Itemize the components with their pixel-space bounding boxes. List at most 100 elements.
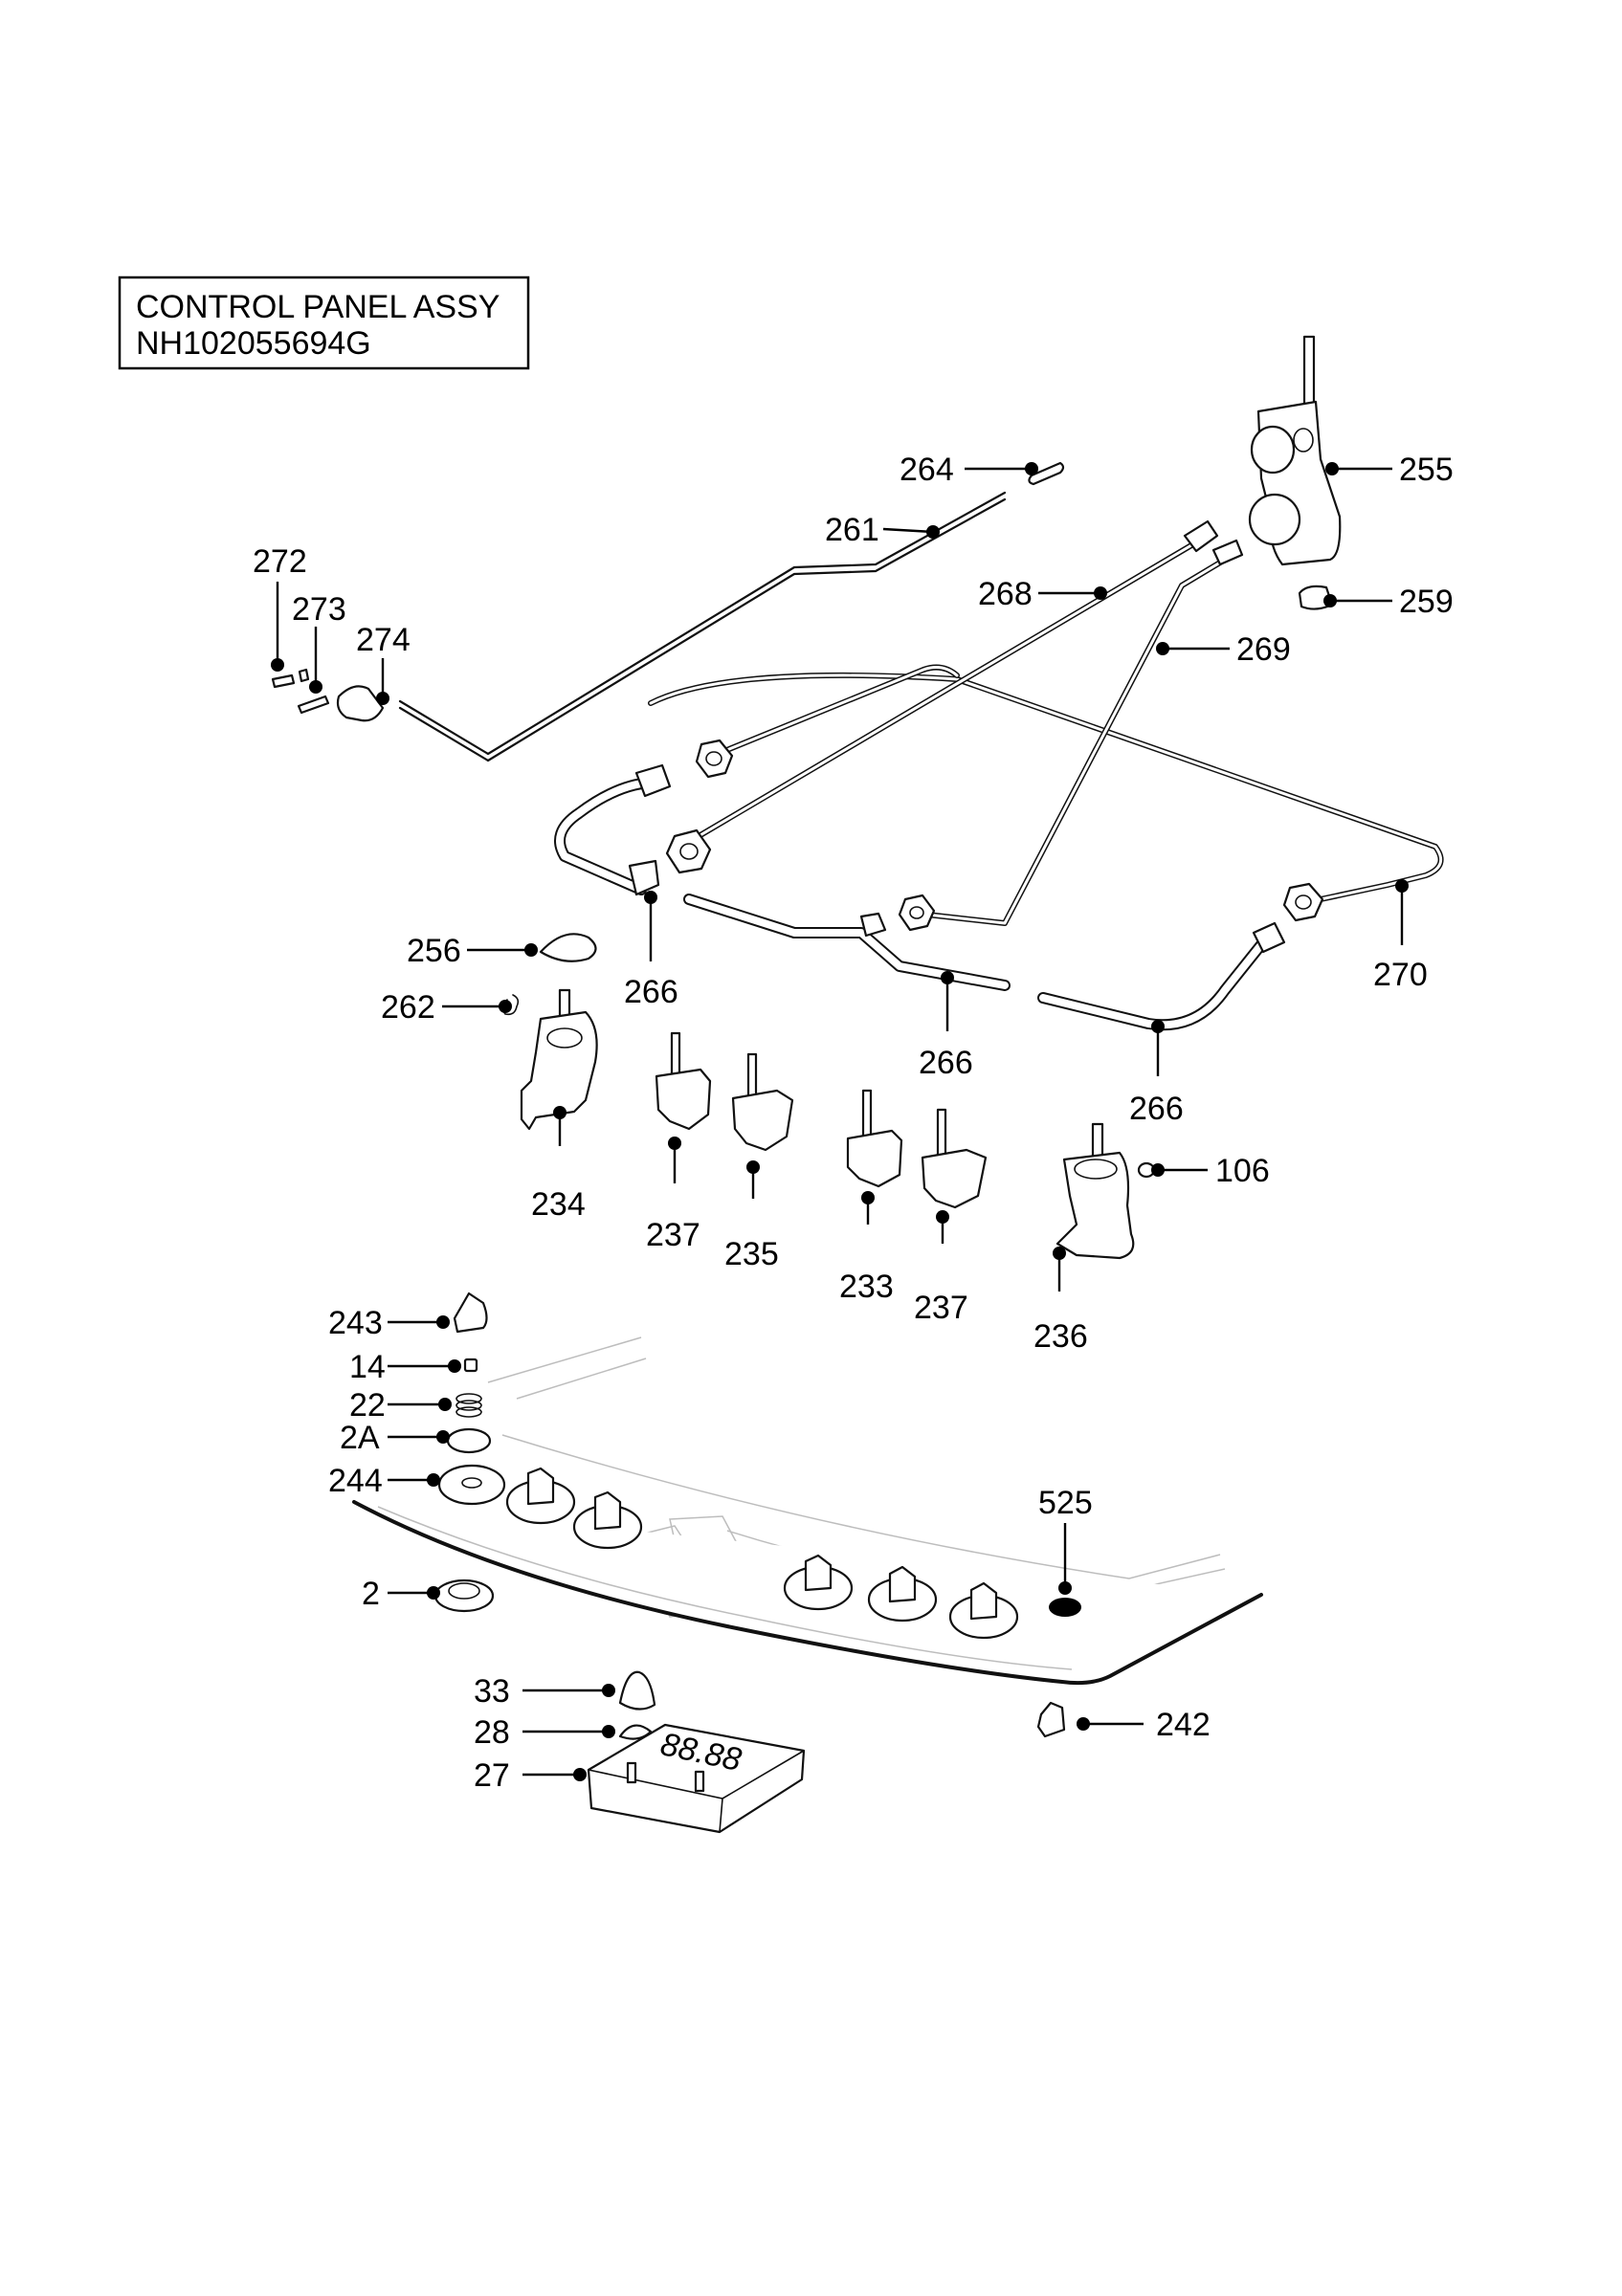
callout-dot-259: [1323, 594, 1337, 607]
callout-label-27: 27: [474, 1757, 510, 1794]
title-frame: [118, 276, 530, 370]
knob-33: [618, 1670, 656, 1711]
callout-dot-256: [524, 943, 538, 957]
callout-dot-273: [309, 680, 322, 694]
callout-dot-268: [1094, 586, 1107, 600]
gas-tap-237-right: [921, 1108, 988, 1209]
gas-regulator-255: [1248, 335, 1342, 566]
ring-2A: [446, 1427, 492, 1454]
callout-label-274: 274: [356, 622, 411, 658]
timer-27: 88.88: [587, 1723, 806, 1834]
callout-label-237: 237: [914, 1290, 968, 1326]
callout-label-242: 242: [1156, 1707, 1211, 1743]
callout-label-261: 261: [825, 512, 879, 548]
gas-tube-269: [916, 557, 1228, 926]
callout-label-244: 244: [328, 1463, 383, 1499]
panel-knob-3: [783, 1554, 854, 1611]
spring-22: [455, 1393, 482, 1418]
callout-label-2A: 2A: [340, 1420, 380, 1456]
callout-dot-27: [573, 1768, 587, 1781]
callout-dot-236: [1053, 1247, 1066, 1260]
nut-left: [665, 828, 712, 874]
pipe-266-middle: [683, 894, 1011, 991]
bezel-2: [433, 1578, 495, 1613]
callout-label-266: 266: [624, 974, 678, 1010]
clip-256: [539, 933, 597, 962]
callout-dot-2: [427, 1586, 440, 1600]
nut-top: [695, 739, 734, 779]
gas-valve-234: [520, 988, 598, 1131]
callout-leader-261: [882, 527, 934, 534]
callout-dot-525: [1058, 1581, 1072, 1595]
callout-dot-33: [602, 1684, 615, 1697]
callout-dot-237: [668, 1137, 681, 1150]
bracket-274: [336, 685, 385, 722]
callout-label-525: 525: [1038, 1485, 1093, 1521]
panel-front-bevel: [377, 1506, 1073, 1670]
rod-261-line-a: [398, 497, 1007, 762]
part-14: [463, 1358, 478, 1373]
callout-label-255: 255: [1399, 452, 1454, 488]
gas-valve-236: [1055, 1122, 1135, 1260]
callout-label-266: 266: [919, 1045, 973, 1081]
callout-label-22: 22: [349, 1387, 386, 1424]
thermocouple-rod-261: [398, 491, 1007, 762]
callout-label-33: 33: [474, 1673, 510, 1710]
knob-243: [453, 1292, 488, 1334]
callout-dot-106: [1151, 1163, 1165, 1177]
callout-dot-270: [1395, 879, 1409, 893]
callout-label-256: 256: [407, 933, 461, 969]
pipe-266-right: [1037, 921, 1286, 1031]
callout-dot-264: [1025, 462, 1038, 475]
callout-label-2: 2: [362, 1576, 380, 1612]
callout-dot-14: [448, 1359, 461, 1373]
screws-272-273: [271, 668, 330, 715]
pipe-266-left: [554, 763, 672, 896]
gas-tap-233: [846, 1089, 903, 1188]
rod-261-line-b: [398, 491, 1007, 756]
nut-middle: [898, 894, 936, 932]
callout-label-236: 236: [1033, 1318, 1088, 1355]
callout-dot-269: [1156, 642, 1169, 655]
callout-dot-244: [427, 1473, 440, 1487]
gas-tube-268: [686, 542, 1194, 845]
panel-knob-1: [505, 1467, 576, 1525]
callout-dot-266: [1151, 1020, 1165, 1033]
callout-label-272: 272: [253, 543, 307, 580]
button-525: [1049, 1598, 1081, 1617]
nut-right: [1282, 882, 1324, 922]
callout-label-233: 233: [839, 1269, 894, 1305]
callout-label-270: 270: [1373, 957, 1428, 993]
callout-label-266: 266: [1129, 1091, 1184, 1127]
callout-dot-242: [1077, 1717, 1090, 1731]
clip-264: [1028, 461, 1065, 486]
callout-label-14: 14: [349, 1349, 386, 1385]
tube-end-fittings: [1183, 519, 1244, 566]
gas-tube-270: [648, 672, 1444, 902]
gas-tube-top-arc: [710, 664, 960, 759]
callout-dot-235: [746, 1160, 760, 1174]
panel-top-edge-inner: [516, 1358, 647, 1400]
callout-dot-262: [499, 1000, 512, 1013]
callout-label-259: 259: [1399, 584, 1454, 620]
title-line-1: CONTROL PANEL ASSY: [136, 289, 500, 325]
callout-dot-266: [644, 891, 657, 904]
callout-dot-261: [926, 525, 940, 539]
callout-dot-234: [553, 1106, 567, 1119]
callout-dot-233: [861, 1191, 875, 1204]
panel-top-edge: [487, 1336, 642, 1383]
callout-label-28: 28: [474, 1714, 510, 1751]
callout-label-273: 273: [292, 591, 346, 628]
callout-label-234: 234: [531, 1186, 586, 1223]
callout-label-264: 264: [900, 452, 954, 488]
panel-knob-2: [572, 1490, 643, 1550]
callout-label-269: 269: [1236, 631, 1291, 668]
callout-dot-22: [438, 1398, 452, 1411]
callout-dot-243: [436, 1315, 450, 1329]
bezel-244: [437, 1464, 506, 1506]
callout-label-106: 106: [1215, 1153, 1270, 1189]
callout-label-268: 268: [978, 576, 1033, 612]
callout-dot-2A: [436, 1430, 450, 1444]
cap-28: [618, 1724, 653, 1740]
